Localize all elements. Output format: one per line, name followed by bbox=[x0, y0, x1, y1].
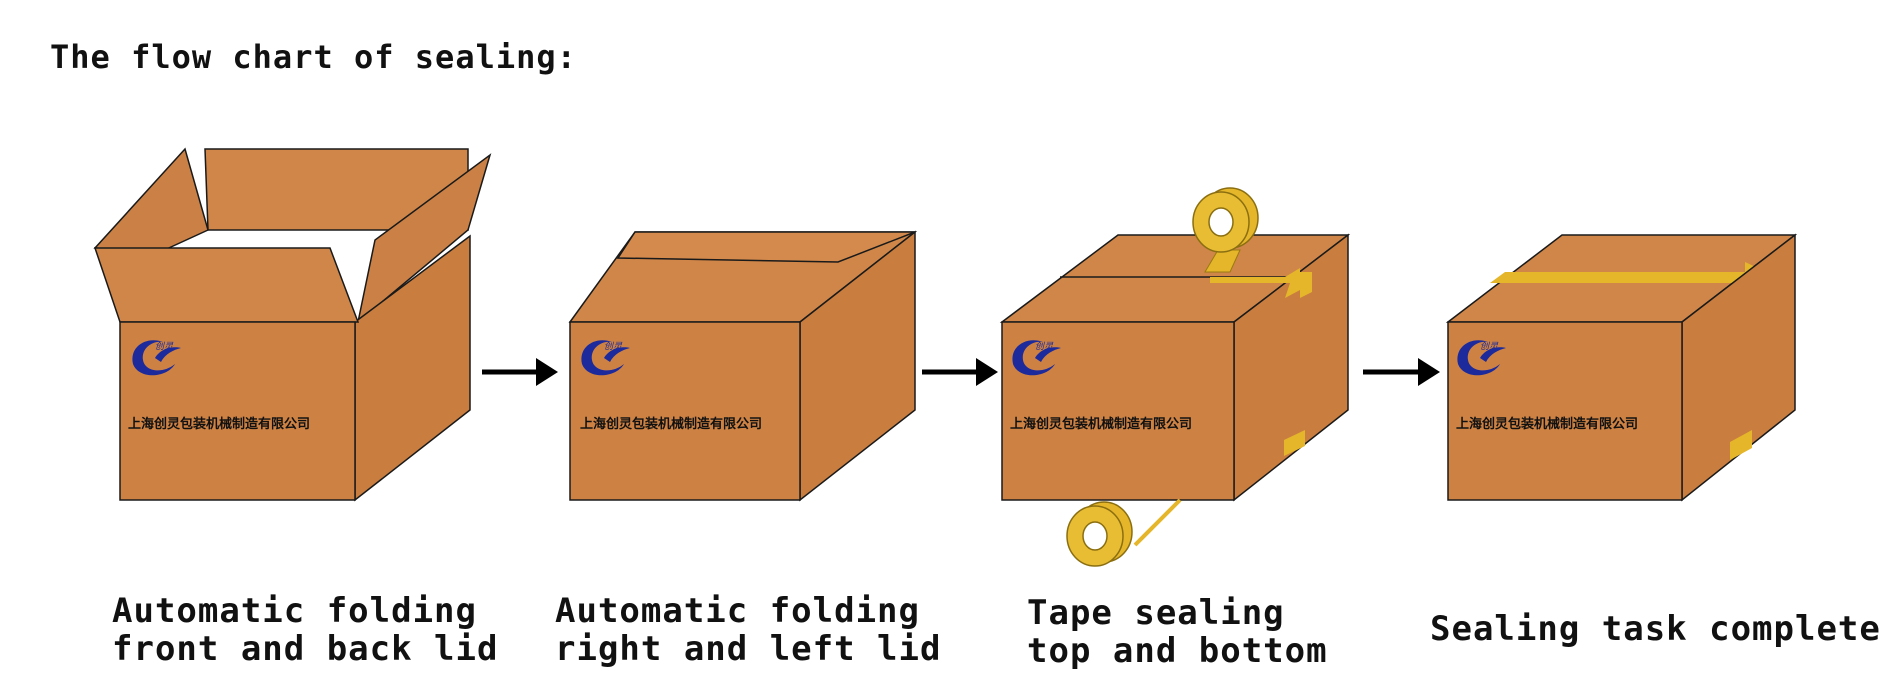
step-1-caption: Automatic folding front and back lid bbox=[112, 591, 499, 669]
arrow-2 bbox=[922, 358, 998, 386]
company-name-label: 上海创灵包装机械制造有限公司 bbox=[580, 416, 762, 432]
arrow-1 bbox=[482, 358, 558, 386]
step-2-caption: Automatic folding right and left lid bbox=[555, 591, 942, 669]
step-4-caption: Sealing task complete bbox=[1430, 609, 1881, 649]
step-3-caption: Tape sealing top and bottom bbox=[1027, 593, 1328, 671]
logo-text: 创灵 bbox=[604, 341, 623, 352]
logo-text: 创灵 bbox=[1480, 341, 1499, 352]
diagram-title: The flow chart of sealing: bbox=[50, 38, 577, 76]
tape-roll-top bbox=[1192, 187, 1259, 273]
company-name-label: 上海创灵包装机械制造有限公司 bbox=[1010, 416, 1192, 432]
box-tape-sealing: 创灵 上海创灵包装机械制造有限公司 bbox=[999, 187, 1351, 567]
logo-text: 创灵 bbox=[1035, 341, 1054, 352]
box-open-flaps: 创灵 上海创灵包装机械制造有限公司 bbox=[93, 147, 492, 502]
tape-roll-bottom bbox=[1066, 498, 1182, 567]
arrow-3 bbox=[1363, 358, 1440, 386]
company-name-label: 上海创灵包装机械制造有限公司 bbox=[1456, 416, 1638, 432]
box-side-flaps-folded: 创灵 上海创灵包装机械制造有限公司 bbox=[568, 230, 918, 502]
box-sealed: 创灵 上海创灵包装机械制造有限公司 bbox=[1445, 233, 1798, 502]
logo-text: 创灵 bbox=[155, 341, 174, 352]
company-name-label: 上海创灵包装机械制造有限公司 bbox=[128, 416, 310, 432]
